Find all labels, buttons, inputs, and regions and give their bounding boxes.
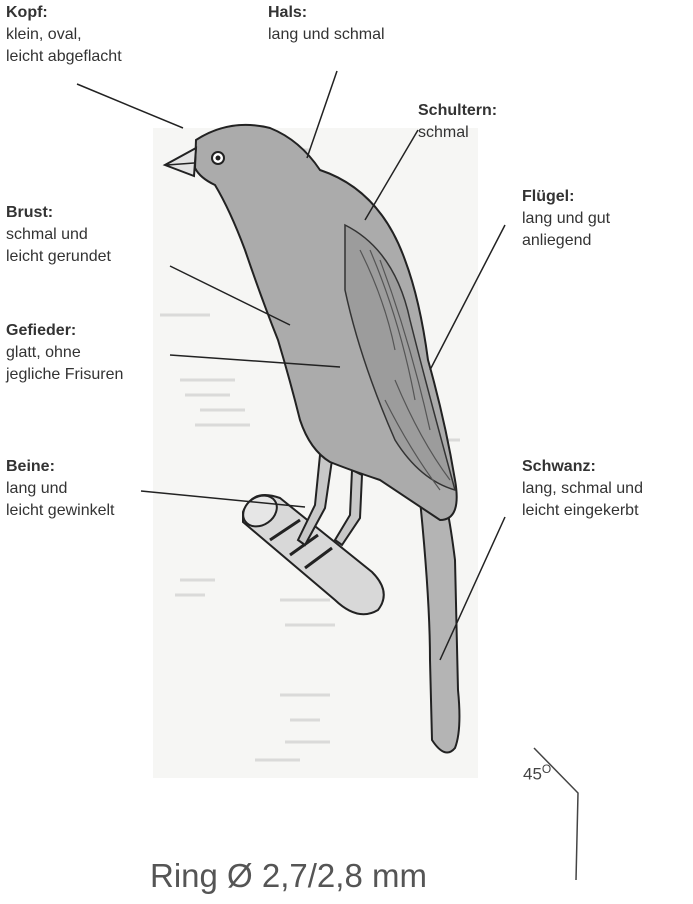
hals-leader xyxy=(307,71,337,158)
label-fluegel-title: Flügel: xyxy=(522,186,610,208)
angle-degree-symbol: O xyxy=(542,762,551,776)
label-schultern: Schultern: schmal xyxy=(418,100,497,144)
schultern-leader xyxy=(365,130,418,220)
label-hals-desc: lang und schmal xyxy=(268,24,385,46)
fluegel-leader xyxy=(430,225,505,370)
label-beine-title: Beine: xyxy=(6,456,115,478)
label-kopf: Kopf: klein, oval, leicht abgeflacht xyxy=(6,2,122,68)
beak xyxy=(165,148,196,176)
label-gefieder: Gefieder: glatt, ohne jegliche Frisuren xyxy=(6,320,123,386)
label-brust: Brust: schmal und leicht gerundet xyxy=(6,202,111,268)
label-fluegel-desc: lang und gut anliegend xyxy=(522,208,610,252)
label-beine-desc: lang und leicht gewinkelt xyxy=(6,478,115,522)
label-schwanz-title: Schwanz: xyxy=(522,456,643,478)
label-hals: Hals: lang und schmal xyxy=(268,2,385,46)
label-schultern-title: Schultern: xyxy=(418,100,497,122)
label-brust-title: Brust: xyxy=(6,202,111,224)
label-kopf-title: Kopf: xyxy=(6,2,122,24)
label-kopf-desc: klein, oval, leicht abgeflacht xyxy=(6,24,122,68)
label-hals-title: Hals: xyxy=(268,2,385,24)
kopf-leader xyxy=(77,84,183,128)
label-gefieder-desc: glatt, ohne jegliche Frisuren xyxy=(6,342,123,386)
angle-value: 45 xyxy=(523,765,542,784)
label-gefieder-title: Gefieder: xyxy=(6,320,123,342)
angle-label: 45O xyxy=(523,762,551,785)
label-fluegel: Flügel: lang und gut anliegend xyxy=(522,186,610,252)
label-beine: Beine: lang und leicht gewinkelt xyxy=(6,456,115,522)
label-schultern-desc: schmal xyxy=(418,122,497,144)
label-brust-desc: schmal und leicht gerundet xyxy=(6,224,111,268)
ring-size-label: Ring Ø 2,7/2,8 mm xyxy=(150,856,427,896)
perch xyxy=(237,489,384,614)
tail xyxy=(420,500,459,753)
label-schwanz-desc: lang, schmal und leicht eingekerbt xyxy=(522,478,643,522)
label-schwanz: Schwanz: lang, schmal und leicht eingeke… xyxy=(522,456,643,522)
